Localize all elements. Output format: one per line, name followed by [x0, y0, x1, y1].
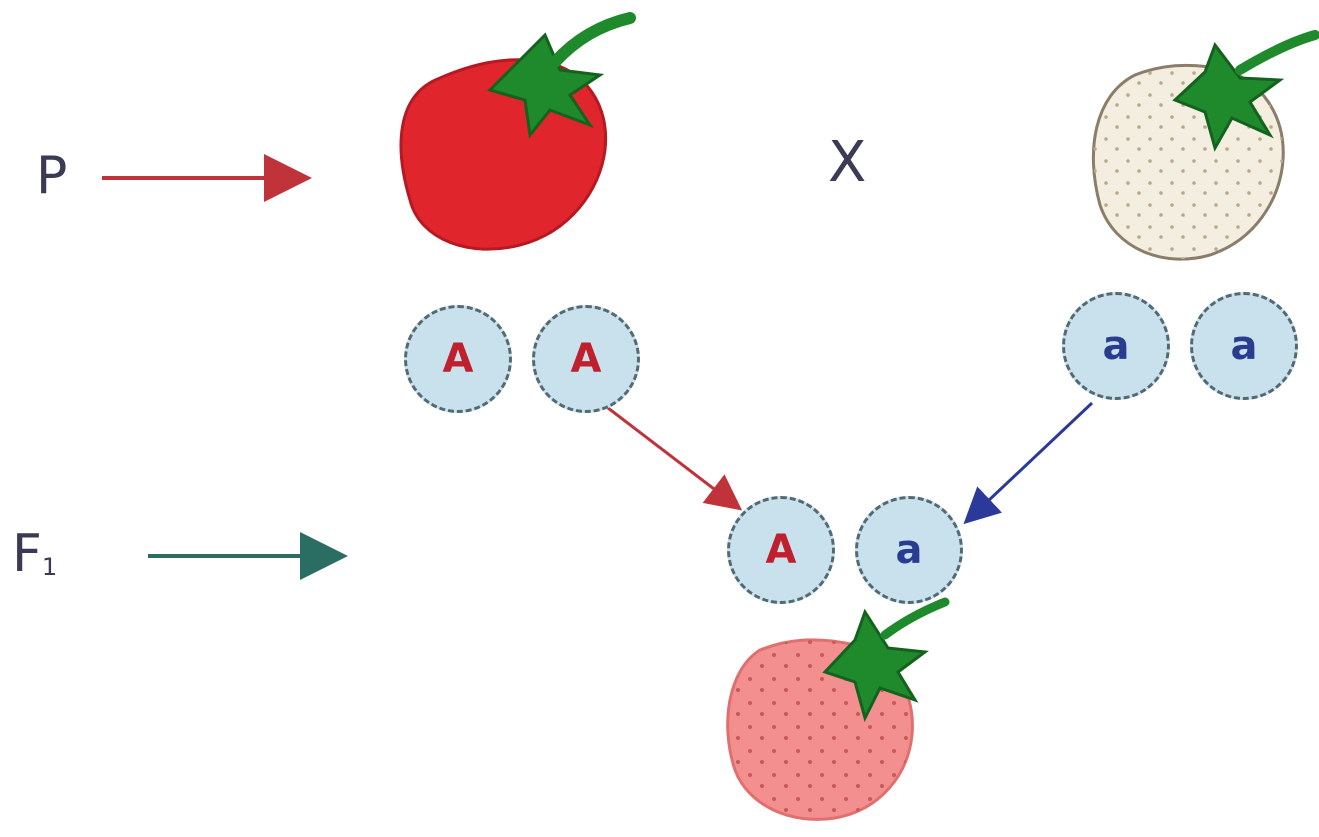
allele-parent-white-1: a — [1062, 292, 1170, 400]
allele-parent-white-2: a — [1190, 292, 1298, 400]
pink-strawberry — [726, 597, 950, 821]
allele-parent-red-1: A — [404, 305, 512, 413]
white-strawberry — [1091, 30, 1319, 261]
allele-offspring-recessive: a — [855, 496, 963, 604]
cross-symbol: X — [828, 130, 867, 195]
gamete-arrow-recessive — [963, 401, 1094, 525]
allele-parent-red-2: A — [532, 305, 640, 413]
gamete-arrow-dominant — [607, 406, 743, 511]
parent-generation-label: P — [36, 146, 68, 206]
f1-generation-label: F1 — [12, 524, 58, 584]
allele-offspring-dominant: A — [727, 496, 835, 604]
red-strawberry — [399, 12, 636, 251]
